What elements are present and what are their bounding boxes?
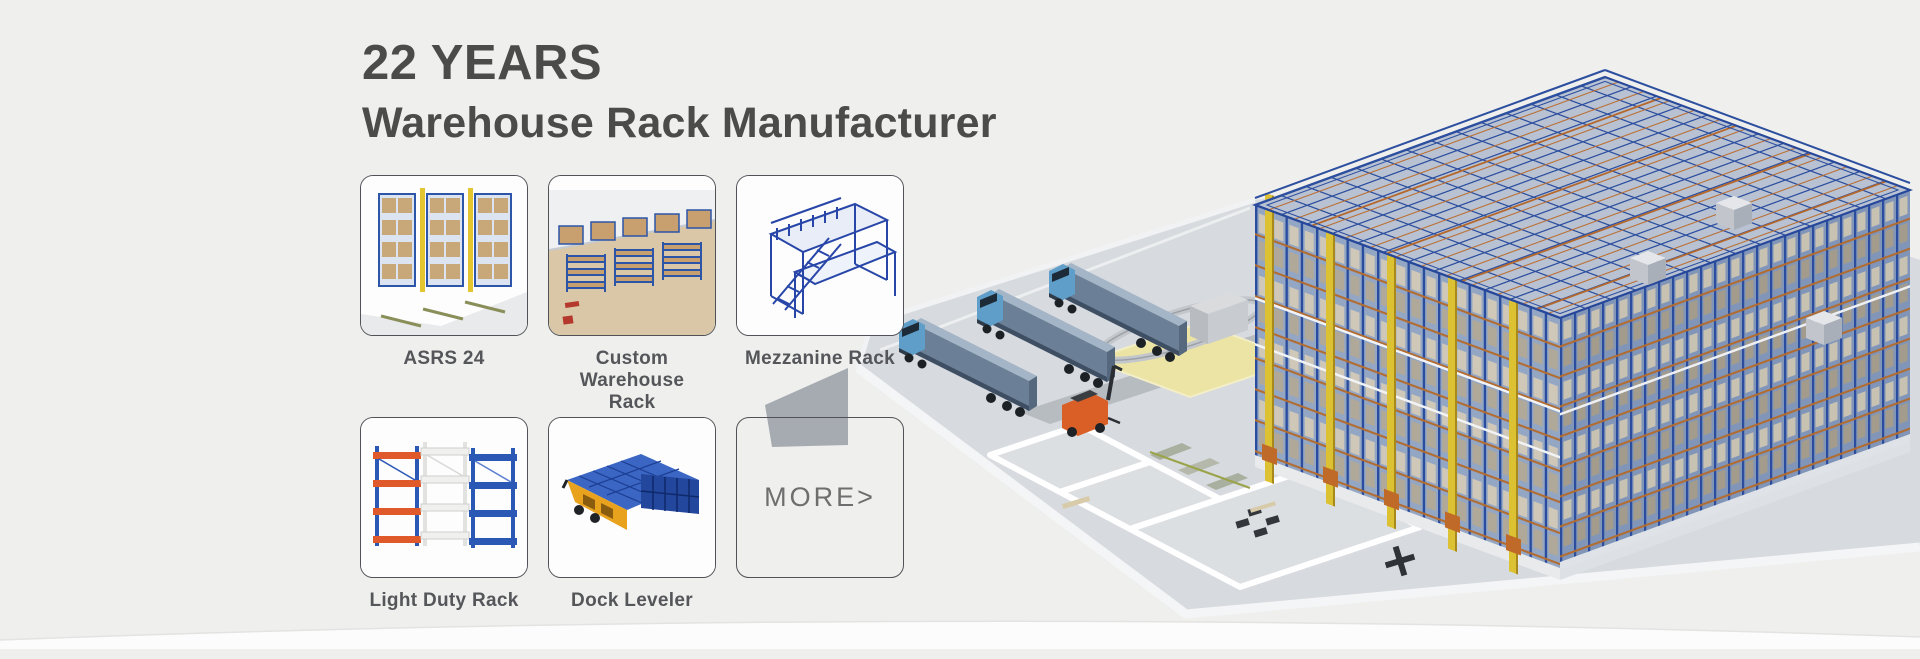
product-cell-custom: Custom Warehouse Rack — [548, 175, 716, 417]
more-label: MORE> — [764, 482, 876, 512]
asrs-24-thumbnail — [361, 176, 527, 335]
product-card-light-duty-rack[interactable] — [360, 417, 528, 578]
office-furniture — [1062, 495, 1416, 577]
forklift — [1062, 364, 1123, 437]
product-label-custom-warehouse-rack: Custom Warehouse Rack — [579, 348, 685, 413]
mezzanine-rack-thumbnail — [737, 176, 903, 335]
product-card-mezzanine-rack[interactable] — [736, 175, 904, 336]
asrs-rack-structure — [1149, 69, 1913, 580]
product-grid: ASRS 24 — [360, 175, 904, 659]
container — [1190, 292, 1248, 344]
light-duty-rack-thumbnail — [361, 418, 527, 577]
product-label-asrs: ASRS 24 — [403, 348, 485, 369]
product-cell-asrs: ASRS 24 — [360, 175, 528, 417]
dock-leveler-thumbnail — [549, 418, 715, 577]
product-card-custom-warehouse-rack[interactable] — [548, 175, 716, 336]
product-label-light-duty-rack: Light Duty Rack — [369, 590, 519, 611]
custom-warehouse-rack-thumbnail — [549, 176, 715, 335]
product-label-mezzanine-rack: Mezzanine Rack — [745, 348, 895, 369]
product-cell-dock-leveler: Dock Leveler — [548, 417, 716, 659]
product-cell-more: MORE> — [736, 417, 904, 659]
product-cell-light-duty: Light Duty Rack — [360, 417, 528, 659]
trucks — [899, 263, 1248, 417]
more-products-button[interactable]: MORE> — [736, 417, 904, 578]
product-card-asrs[interactable] — [360, 175, 528, 336]
headline-years: 22 YEARS — [362, 36, 603, 90]
crane-masts — [1262, 192, 1521, 575]
product-card-dock-leveler[interactable] — [548, 417, 716, 578]
product-label-dock-leveler: Dock Leveler — [571, 590, 693, 611]
headline-subtitle: Warehouse Rack Manufacturer — [362, 99, 997, 147]
product-cell-mezzanine: Mezzanine Rack — [736, 175, 904, 417]
